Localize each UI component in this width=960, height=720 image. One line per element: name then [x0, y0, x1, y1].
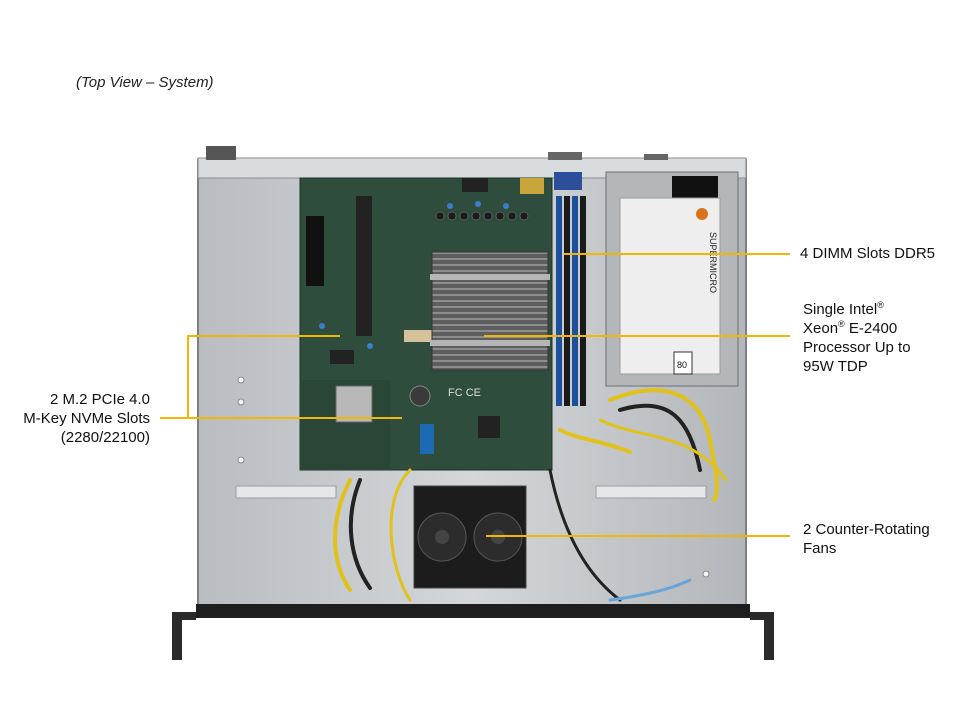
front-bezel — [196, 604, 750, 618]
callout-m2-line3: (2280/22100) — [60, 429, 150, 446]
psu-label — [619, 197, 721, 375]
cables — [333, 388, 728, 602]
left-rack-ear — [172, 612, 196, 660]
callout-fans: 2 Counter-Rotating Fans — [803, 520, 953, 558]
dimm-slots — [556, 196, 586, 406]
callout-cpu-line2-rest: E-2400 — [844, 320, 898, 337]
callout-fans-line2: Fans — [803, 540, 837, 557]
psu-rating: 80 — [677, 360, 687, 370]
leader-lines — [160, 253, 790, 537]
registered-mark: ® — [877, 300, 884, 310]
callout-dimm-slots: 4 DIMM Slots DDR5 — [800, 244, 935, 263]
registered-mark: ® — [838, 319, 845, 329]
leader-m2 — [187, 335, 402, 419]
m2-slot — [404, 330, 438, 342]
board-marks: FC CE — [448, 387, 481, 399]
callout-m2-slots: 2 M.2 PCIe 4.0 M-Key NVMe Slots (2280/22… — [14, 390, 150, 447]
view-caption: (Top View – System) — [76, 74, 214, 91]
callout-fans-line1: 2 Counter-Rotating — [803, 521, 930, 538]
callout-cpu-line2: Xeon — [803, 320, 839, 337]
callout-m2-line1: 2 M.2 PCIe 4.0 — [49, 391, 150, 408]
callout-processor: Single Intel® Xeon® E-2400 Processor Up … — [803, 300, 953, 376]
rear-latch — [206, 146, 236, 160]
callout-cpu-line3: Processor Up to — [803, 339, 911, 356]
callout-cpu-line1: Single Intel — [803, 301, 878, 318]
right-rack-ear — [750, 612, 774, 660]
power-supply: SUPERMICRO 80 — [605, 171, 739, 387]
bmc-heatsink — [335, 385, 373, 423]
cpu-heatsink — [430, 251, 550, 371]
pcie-slot — [356, 196, 372, 336]
cmos-battery — [409, 385, 431, 407]
callout-m2-line2: M-Key NVMe Slots — [23, 410, 150, 427]
callout-cpu-line4: 95W TDP — [803, 358, 868, 375]
psu-brand: SUPERMICRO — [708, 232, 718, 293]
callout-dimm-text: 4 DIMM Slots DDR5 — [800, 245, 936, 262]
